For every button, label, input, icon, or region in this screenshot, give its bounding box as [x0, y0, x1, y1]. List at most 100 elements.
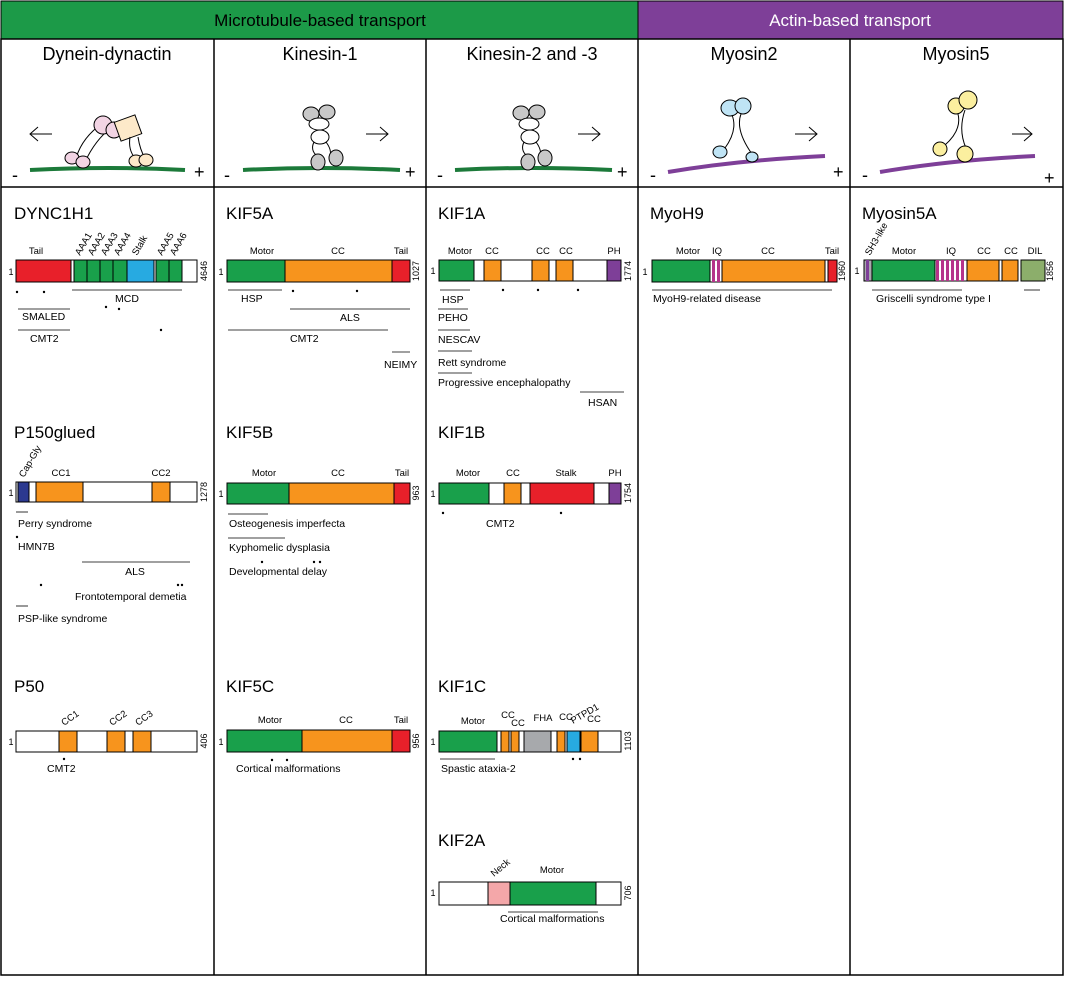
label-cc2: CC [1004, 246, 1018, 257]
domain-cc1 [483, 259, 502, 282]
label-ph: PH [608, 468, 621, 479]
grid-lines [0, 38, 1064, 976]
start-residue: 1 [218, 267, 223, 277]
end-residue: 1278 [199, 482, 209, 502]
protein-name: KIF1C [438, 677, 486, 696]
protein-name: KIF2A [438, 831, 486, 850]
mutation-dots [571, 757, 582, 761]
disease-spastic-ataxia-2: Spastic ataxia-2 [441, 763, 516, 775]
domain-aaa1 [73, 259, 88, 283]
domain-stalk [126, 259, 155, 283]
label-sh3-like: SH3-like [863, 221, 890, 258]
protein-name: DYNC1H1 [14, 204, 93, 223]
disease-cmt2: CMT2 [30, 333, 59, 345]
disease-myoh9-related: MyoH9-related disease [653, 293, 761, 305]
kinesin1-illustration: - + [224, 104, 416, 185]
arrow-right-icon [578, 126, 601, 142]
label-cc1: CC1 [59, 709, 81, 729]
domain-cc3 [556, 730, 566, 753]
label-motor: Motor [456, 468, 480, 479]
end-residue: 1103 [623, 731, 633, 750]
protein-name: KIF5C [226, 677, 274, 696]
track-plus: + [405, 162, 416, 182]
domain-tail [827, 259, 838, 283]
domain-cc1 [966, 259, 1000, 282]
arrow-right-icon [1012, 126, 1033, 142]
label-motor: Motor [252, 468, 276, 479]
domain-aaa3 [99, 259, 114, 283]
label-motor: Motor [448, 246, 472, 257]
end-residue: 1754 [623, 483, 633, 503]
domain-cc1 [500, 730, 510, 753]
mutation-dots [441, 511, 563, 515]
domain-iq-1 [936, 260, 939, 281]
start-residue: 1 [430, 737, 435, 747]
label-cc3: CC [559, 712, 573, 723]
column-title-myosin5: Myosin5 [922, 44, 989, 64]
domain-cc [288, 482, 395, 505]
start-residue: 1 [8, 488, 13, 498]
start-residue: 1 [8, 267, 13, 277]
label-cc1: CC [977, 246, 991, 257]
disease-hmn7b: HMN7B [18, 541, 55, 553]
domain-cc3 [555, 259, 574, 282]
mutation-dot [62, 757, 66, 761]
domain-cc [503, 482, 522, 505]
track-minus: - [650, 165, 656, 185]
disease-als: ALS [340, 312, 360, 324]
track-minus: - [862, 165, 868, 185]
protein-name: MyoH9 [650, 204, 704, 223]
label-motor: Motor [892, 246, 916, 257]
disease-cmt2: CMT2 [47, 763, 76, 775]
domain-cc [721, 259, 826, 283]
track-plus: + [1044, 168, 1055, 188]
end-residue: 1856 [1045, 261, 1055, 281]
domain-cc1 [58, 730, 78, 753]
protein-p150glued: P150glued 1 1278 Cap-Gly CC1 CC2 Perry s… [8, 423, 209, 625]
label-tail: Tail [825, 246, 839, 257]
label-stalk: Stalk [555, 468, 576, 479]
domain-iq-2 [717, 260, 720, 282]
domain-cap-gly [17, 481, 30, 503]
disease-frontotemporal-demetia: Frontotemporal demetia [75, 591, 187, 603]
domain-cc3 [132, 730, 152, 753]
start-residue: 1 [854, 266, 859, 276]
domain-iq-bg [709, 259, 723, 283]
dynein-dynactin-illustration: - + [12, 114, 205, 185]
label-cc: CC [339, 715, 353, 726]
domain-sh3-accent [866, 260, 869, 281]
domain-iq-1 [712, 260, 715, 282]
region-mcd: MCD [115, 293, 139, 305]
protein-p50: P50 1 406 CC1 CC2 CC3 CMT2 [8, 677, 209, 775]
domain-fha [523, 730, 552, 753]
column-title-kinesin1: Kinesin-1 [282, 44, 357, 64]
start-residue: 1 [8, 737, 13, 747]
start-residue: 1 [218, 489, 223, 499]
label-cc: CC [761, 246, 775, 257]
domain-aaa5 [155, 259, 170, 283]
label-tail: Tail [29, 246, 43, 257]
disease-cortical-malformations: Cortical malformations [500, 913, 604, 925]
domain-motor [226, 482, 290, 505]
myosin5-illustration: - + [862, 90, 1055, 188]
domain-cc2 [106, 730, 126, 753]
domain-cc [301, 729, 393, 753]
end-residue: 1960 [837, 261, 847, 281]
label-dil: DIL [1028, 246, 1043, 257]
domain-iq-6 [961, 260, 964, 281]
disease-kyphomelic-dysplasia: Kyphomelic dysplasia [229, 542, 330, 554]
protein-name: P50 [14, 677, 44, 696]
track-minus: - [12, 165, 18, 185]
protein-dync1h1: DYNC1H1 1 4646 Tail AAA1 AAA2 AAA3 AAA4 … [8, 204, 209, 345]
domain-cc1 [35, 481, 84, 503]
domain-motor [438, 730, 498, 753]
track-plus: + [194, 162, 205, 182]
domain-motor [871, 259, 936, 282]
domain-dil [1020, 259, 1046, 282]
label-motor: Motor [258, 715, 282, 726]
label-cc4: CC [587, 714, 601, 725]
protein-name: KIF1A [438, 204, 486, 223]
label-cc1: CC [501, 710, 515, 721]
protein-kif5b: KIF5B 1 963 Motor CC Tail Osteogenesis i… [218, 423, 421, 578]
disease-smaled: SMALED [22, 311, 66, 323]
